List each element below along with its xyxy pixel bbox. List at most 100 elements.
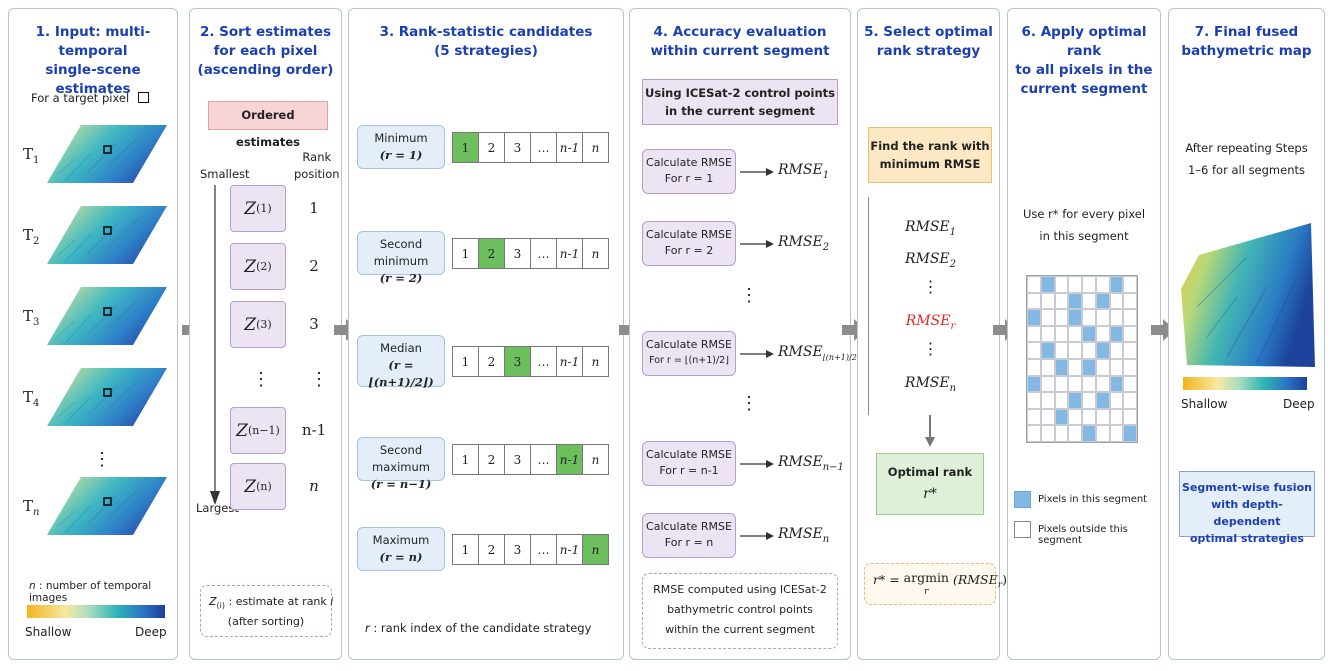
grid-pixel	[1040, 425, 1055, 442]
rank-cell: n	[582, 444, 609, 475]
legend-shallow: Shallow	[1181, 397, 1228, 411]
rank-cell: 3	[504, 346, 531, 377]
rank-cell: …	[530, 132, 557, 163]
grid-pixel	[1027, 325, 1041, 343]
rank-cell: n-1	[556, 132, 583, 163]
strategy-box: Median(r = ⌊(n+1)/2⌋)	[357, 335, 445, 389]
grid-pixel	[1082, 359, 1096, 376]
rmse-item: RMSE1	[904, 219, 957, 238]
grid-pixel	[1095, 375, 1110, 393]
ascending-arrow-icon	[210, 185, 220, 505]
time-label-wrap: T3	[23, 307, 40, 328]
right-arrow-icon	[740, 240, 774, 248]
grid-pixel	[1054, 309, 1069, 326]
time-label-wrap: Tn	[23, 497, 40, 518]
grid-pixel	[1109, 408, 1124, 426]
z-box: Z(n−1)	[230, 407, 286, 454]
find-min-rmse-box: Find the rank with minimum RMSE	[868, 127, 992, 183]
rank-cell: n	[582, 534, 609, 565]
grid-pixel	[1054, 392, 1069, 409]
rank-cell: n	[582, 238, 609, 269]
strategy-box: Second maximum(r = n−1)	[357, 437, 445, 491]
grid-pixel	[1095, 425, 1110, 442]
rank-cell: n-1	[556, 534, 583, 565]
down-arrow-icon	[925, 415, 935, 447]
panel-title: 4. Accuracy evaluation within current se…	[650, 24, 830, 59]
rank-cell: n	[582, 346, 609, 377]
grid-pixel	[1040, 276, 1055, 293]
rmse-label: RMSE2	[778, 234, 830, 253]
panel-apply: 6. Apply optimal rank to all pixels in t…	[1007, 8, 1161, 660]
segment-wise-fusion-box: Segment-wise fusion with depth-dependent…	[1179, 471, 1315, 545]
grid-pixel	[1040, 292, 1055, 310]
n-note: n : number of temporal images	[29, 580, 152, 604]
rank-cell: 2	[478, 534, 505, 565]
legend-deep: Deep	[1283, 397, 1315, 411]
grid-pixel	[1068, 375, 1082, 393]
grid-pixel	[1109, 375, 1124, 393]
grid-pixel	[1082, 408, 1096, 426]
panel-title: 7. Final fused bathymetric map	[1181, 24, 1312, 59]
right-arrow-icon	[740, 532, 774, 540]
grid-pixel	[1095, 359, 1110, 376]
grid-pixel	[1040, 408, 1055, 426]
grid-pixel	[1095, 276, 1110, 293]
panel-candidates: 3. Rank-statistic candidates (5 strategi…	[348, 8, 624, 660]
rank-cell: 1	[452, 238, 479, 269]
rmse-vdots: ⋮	[922, 277, 939, 296]
grid-pixel	[1040, 342, 1055, 359]
rank-cell: 1	[452, 444, 479, 475]
rank-cell: 2	[478, 132, 505, 163]
z-vdots: ⋮	[252, 369, 270, 390]
rank-cell: 1	[452, 534, 479, 565]
grid-pixel	[1054, 325, 1069, 343]
legend-in-label: Pixels in this segment	[1038, 494, 1148, 505]
legend-out-swatch	[1014, 521, 1031, 538]
legend-in-swatch	[1014, 491, 1031, 508]
legend-deep: Deep	[135, 625, 167, 639]
rank-cell: …	[530, 534, 557, 565]
grid-pixel	[1054, 276, 1069, 293]
panel-input: 1. Input: multi-temporal single-scene es…	[8, 8, 178, 660]
calc-vdots: ⋮	[740, 393, 758, 414]
grid-pixel	[1040, 375, 1055, 393]
optimal-rank-box: Optimal rank r*	[876, 453, 984, 515]
use-rstar-text: Use r* for every pixel in this segment	[1022, 207, 1146, 243]
grid-pixel	[1040, 359, 1055, 376]
temporal-map-image	[47, 287, 167, 345]
rank-cell: 3	[504, 238, 531, 269]
depth-colorbar	[1183, 377, 1307, 390]
calc-vdots: ⋮	[740, 285, 758, 306]
rank-vdots: ⋮	[310, 369, 328, 390]
grid-pixel	[1109, 392, 1124, 409]
legend-shallow: Shallow	[25, 625, 72, 639]
strategy-box: Minimum(r = 1)	[357, 125, 445, 169]
rank-cell: 2	[478, 238, 505, 269]
grid-pixel	[1068, 309, 1082, 326]
grid-pixel	[1082, 375, 1096, 393]
rank-cell: 3	[504, 534, 531, 565]
grid-pixel	[1068, 325, 1082, 343]
grid-pixel	[1109, 276, 1124, 293]
target-pixel-marker	[103, 145, 112, 154]
rank-cell: n-1	[556, 444, 583, 475]
strategy-box: Second minimum(r = 2)	[357, 231, 445, 285]
rank-cell: …	[530, 444, 557, 475]
grid-pixel	[1095, 392, 1110, 409]
rank-value: 1	[309, 199, 319, 217]
rank-cell: n-1	[556, 346, 583, 377]
after-repeating-text: After repeating Steps 1–6 for all segmen…	[1185, 141, 1308, 177]
grid-pixel	[1123, 325, 1137, 343]
grid-pixel	[1109, 425, 1124, 442]
rank-cell: n	[582, 132, 609, 163]
target-pixel-marker	[103, 388, 112, 397]
z-box: Z(1)	[230, 185, 286, 232]
grid-pixel	[1068, 392, 1082, 409]
rank-value: 2	[309, 257, 319, 275]
panel-title: 1. Input: multi-temporal single-scene es…	[35, 24, 151, 97]
grid-pixel	[1068, 342, 1082, 359]
grid-pixel	[1054, 425, 1069, 442]
grid-pixel	[1054, 375, 1069, 393]
